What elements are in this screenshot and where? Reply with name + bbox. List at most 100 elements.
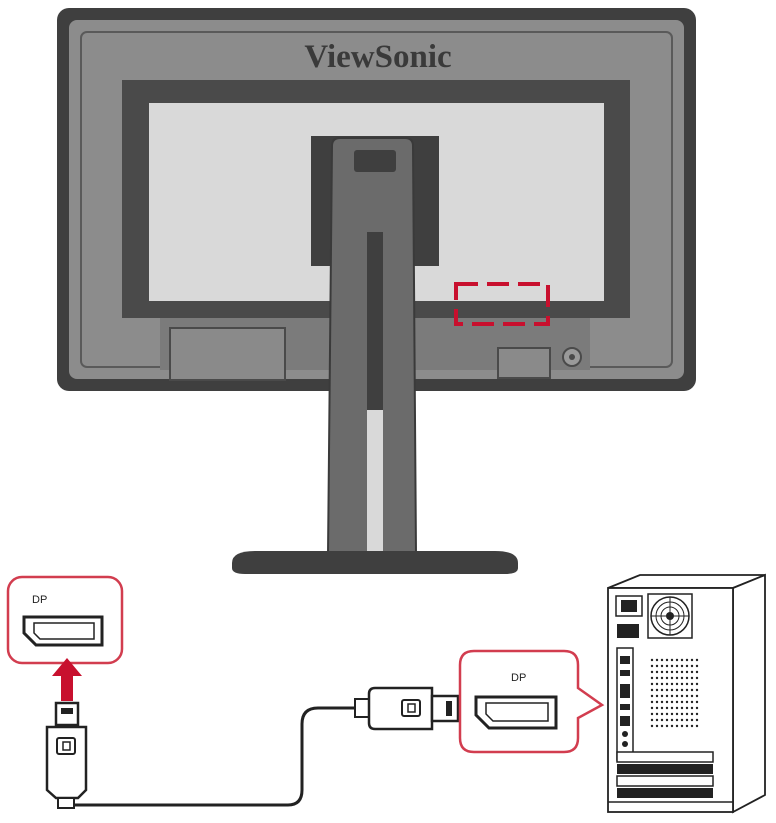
vent-hole	[695, 706, 699, 710]
vent-hole	[650, 682, 654, 686]
vent-hole	[665, 718, 669, 722]
fan-icon	[647, 593, 693, 639]
vent-hole	[670, 658, 674, 662]
vent-hole	[660, 676, 664, 680]
vent-hole	[670, 670, 674, 674]
vent-hole	[695, 670, 699, 674]
vent-hole	[680, 706, 684, 710]
vent-hole	[690, 694, 694, 698]
vent-hole	[695, 664, 699, 668]
vent-hole	[660, 724, 664, 728]
vent-hole	[675, 694, 679, 698]
vent-hole	[655, 664, 659, 668]
vent-hole	[685, 700, 689, 704]
kensington-lock-icon	[562, 347, 582, 367]
vent-hole	[690, 658, 694, 662]
vent-hole	[690, 670, 694, 674]
vent-hole	[670, 676, 674, 680]
vent-hole	[655, 700, 659, 704]
vent-hole	[650, 688, 654, 692]
vent-hole	[670, 718, 674, 722]
vent-hole	[655, 694, 659, 698]
vent-hole	[650, 694, 654, 698]
pc-displayport-socket	[474, 695, 558, 730]
vent-hole	[695, 682, 699, 686]
vent-hole	[650, 712, 654, 716]
vent-hole	[665, 712, 669, 716]
vent-hole	[660, 664, 664, 668]
vent-hole	[660, 658, 664, 662]
vent-hole	[675, 724, 679, 728]
vent-hole	[655, 688, 659, 692]
stand-handle	[354, 150, 396, 172]
vent-hole	[680, 712, 684, 716]
vent-hole	[660, 688, 664, 692]
vent-hole	[695, 694, 699, 698]
io-cover-right	[497, 347, 551, 379]
monitor-port-label: DP	[32, 594, 47, 606]
vent-hole	[685, 658, 689, 662]
vent-hole	[660, 670, 664, 674]
io-cover-left	[169, 327, 286, 381]
vent-hole	[695, 676, 699, 680]
vent-hole	[685, 724, 689, 728]
vent-hole	[650, 718, 654, 722]
vent-hole	[690, 706, 694, 710]
vent-hole	[685, 676, 689, 680]
vent-hole	[690, 724, 694, 728]
vent-hole	[660, 718, 664, 722]
vent-hole	[695, 724, 699, 728]
vent-hole	[680, 682, 684, 686]
vent-hole	[670, 664, 674, 668]
vent-hole	[690, 664, 694, 668]
vent-hole	[665, 706, 669, 710]
vent-hole	[655, 712, 659, 716]
vent-hole	[670, 700, 674, 704]
monitor-stand	[232, 136, 518, 574]
vent-hole	[675, 676, 679, 680]
vent-hole	[675, 718, 679, 722]
vent-hole	[660, 682, 664, 686]
vent-hole	[670, 712, 674, 716]
stand-base	[232, 551, 518, 574]
vent-hole	[665, 700, 669, 704]
vent-hole	[685, 718, 689, 722]
vent-hole	[690, 712, 694, 716]
pc-tower	[607, 573, 766, 814]
vent-hole	[670, 706, 674, 710]
monitor-displayport-socket	[22, 615, 104, 647]
vent-hole	[685, 664, 689, 668]
vent-hole	[670, 724, 674, 728]
vent-hole	[670, 688, 674, 692]
vent-hole	[695, 658, 699, 662]
pc-port-label: DP	[511, 672, 526, 684]
pc-tower-side	[732, 573, 766, 814]
displayport-icon	[56, 737, 76, 755]
vent-hole	[655, 724, 659, 728]
vent-hole	[675, 658, 679, 662]
vent-hole	[650, 706, 654, 710]
vent-hole	[670, 682, 674, 686]
displayport-cable	[70, 706, 356, 807]
vent-hole	[665, 682, 669, 686]
vent-hole	[680, 658, 684, 662]
vent-hole	[680, 718, 684, 722]
arrow-up-icon	[52, 658, 82, 701]
vent-hole	[675, 712, 679, 716]
vent-hole	[690, 676, 694, 680]
vent-hole	[655, 676, 659, 680]
vent-hole	[685, 688, 689, 692]
vent-hole	[695, 700, 699, 704]
vent-hole	[650, 676, 654, 680]
vent-hole	[675, 688, 679, 692]
vent-hole	[655, 718, 659, 722]
vent-hole	[675, 664, 679, 668]
monitor-port-callout: DP	[6, 575, 124, 665]
vent-hole	[650, 724, 654, 728]
vent-hole	[680, 724, 684, 728]
vent-hole	[690, 700, 694, 704]
vent-hole	[675, 700, 679, 704]
displayport-icon	[401, 699, 421, 717]
vent-hole	[685, 706, 689, 710]
vent-hole	[680, 670, 684, 674]
